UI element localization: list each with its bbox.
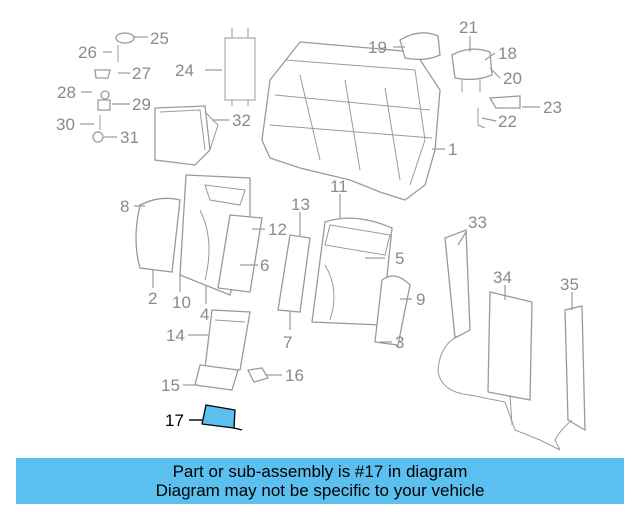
callout-7: 7 (283, 333, 292, 352)
callout-12: 12 (268, 220, 287, 239)
callout-34: 34 (493, 268, 512, 287)
callout-19: 19 (368, 38, 387, 57)
callout-2: 2 (148, 289, 157, 308)
callout-18: 18 (498, 44, 517, 63)
part-17-highlighted (201, 404, 236, 429)
leader-lines (80, 36, 573, 421)
callout-13: 13 (291, 195, 310, 214)
panel-13 (277, 234, 311, 313)
callout-16: 16 (285, 366, 304, 385)
callout-6: 6 (260, 256, 269, 275)
callout-14: 14 (166, 326, 185, 345)
heater-mat-33 (444, 229, 471, 340)
bracket-23 (488, 95, 521, 109)
armrest-14 (204, 309, 251, 371)
callout-4: 4 (200, 305, 209, 324)
callout-33: 33 (468, 213, 487, 232)
banner-line-2: Diagram may not be specific to your vehi… (155, 481, 485, 500)
cushion-32 (154, 105, 211, 166)
callout-10: 10 (172, 293, 191, 312)
callout-9: 9 (416, 290, 425, 309)
headrest-21 (451, 48, 493, 81)
callout-20: 20 (503, 69, 522, 88)
callout-29: 29 (132, 95, 151, 114)
parts-diagram: 25 26 27 28 29 30 31 24 32 19 21 18 20 2… (56, 18, 586, 451)
bracket-16 (247, 367, 269, 383)
side-bolster-8 (135, 197, 181, 273)
callout-21: 21 (459, 18, 478, 37)
callout-3: 3 (395, 333, 404, 352)
callout-28: 28 (57, 83, 76, 102)
callout-32: 32 (232, 111, 251, 130)
callout-31: 31 (120, 128, 139, 147)
panel-12 (217, 214, 263, 293)
seat-back-frame (224, 28, 441, 201)
heater-mat-34 (487, 291, 533, 401)
callout-27: 27 (132, 64, 151, 83)
callout-26: 26 (78, 43, 97, 62)
callout-24: 24 (175, 61, 194, 80)
panel-9 (374, 275, 411, 346)
callout-17: 17 (165, 411, 184, 430)
callout-8: 8 (120, 197, 129, 216)
info-banner: Part or sub-assembly is #17 in diagram D… (16, 458, 624, 504)
callout-11: 11 (330, 177, 348, 196)
callout-22: 22 (498, 112, 517, 131)
callout-23: 23 (543, 98, 562, 117)
armrest-base-15 (194, 364, 239, 391)
callout-35: 35 (560, 275, 579, 294)
callout-5: 5 (395, 249, 404, 268)
callout-1: 1 (448, 140, 457, 159)
banner-line-1: Part or sub-assembly is #17 in diagram (172, 462, 468, 481)
heater-mat-35 (564, 305, 586, 432)
callout-30: 30 (56, 115, 75, 134)
callout-15: 15 (161, 376, 180, 395)
callout-25: 25 (150, 29, 169, 48)
headrest-19 (399, 32, 441, 61)
